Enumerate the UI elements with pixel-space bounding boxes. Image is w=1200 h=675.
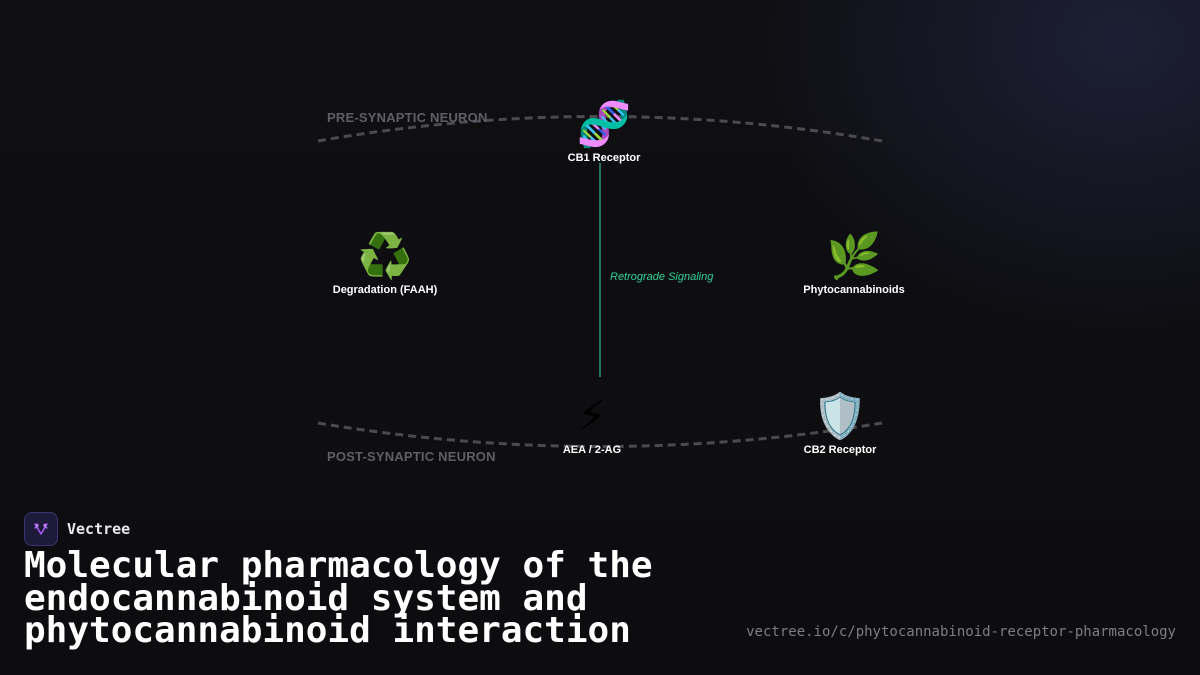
- lightning-icon: ⚡: [576, 391, 608, 442]
- node-label: AEA / 2-AG: [562, 444, 622, 456]
- vectree-logo-mark: [34, 523, 48, 535]
- node-phytocannabinoids: 🌿 Phytocannabinoids: [774, 231, 934, 297]
- node-label: CB2 Receptor: [803, 444, 877, 456]
- herb-icon: 🌿: [826, 231, 882, 282]
- pre-synaptic-label: PRE-SYNAPTIC NEURON: [327, 110, 488, 125]
- brand: Vectree: [24, 512, 130, 546]
- dna-icon: 🧬: [576, 99, 632, 150]
- page-url[interactable]: vectree.io/c/phytocannabinoid-receptor-p…: [746, 624, 1176, 640]
- node-label: Phytocannabinoids: [803, 284, 905, 296]
- retrograde-signaling-label: Retrograde Signaling: [610, 271, 714, 283]
- page-title: Molecular pharmacology of the endocannab…: [24, 545, 653, 651]
- recycle-icon: ♻️: [357, 231, 413, 282]
- node-degradation-faah: ♻️ Degradation (FAAH): [305, 231, 465, 297]
- brand-name: Vectree: [67, 520, 131, 538]
- vectree-logo-icon: [24, 512, 58, 546]
- node-label: CB1 Receptor: [567, 152, 641, 164]
- node-label: Degradation (FAAH): [332, 284, 438, 296]
- node-cb1-receptor: 🧬 CB1 Receptor: [524, 99, 684, 165]
- shield-icon: 🛡️: [812, 391, 868, 442]
- node-aea-2ag: ⚡ AEA / 2-AG: [512, 391, 672, 457]
- post-synaptic-label: POST-SYNAPTIC NEURON: [327, 449, 496, 464]
- pre-synaptic-membrane: [317, 115, 883, 143]
- post-synaptic-membrane: [317, 421, 883, 448]
- node-cb2-receptor: 🛡️ CB2 Receptor: [760, 391, 920, 457]
